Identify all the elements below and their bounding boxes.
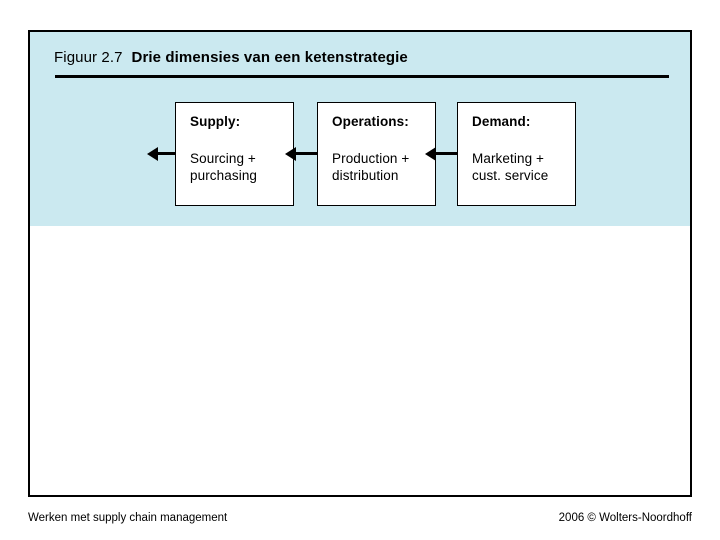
node-demand[interactable]: Demand: Marketing + cust. service [457, 102, 576, 206]
arrowhead-icon [425, 147, 436, 161]
node-operations-body: Production + distribution [332, 151, 410, 183]
arrow-left-outward-icon [147, 147, 175, 161]
arrowhead-icon [147, 147, 158, 161]
node-supply-body: Sourcing + purchasing [190, 151, 258, 183]
caption-underline [55, 75, 669, 78]
arrow-shaft [434, 152, 457, 155]
footer-copyright: 2006 © Wolters-Noordhoff [558, 512, 692, 524]
arrow-shaft [156, 152, 175, 155]
footer-book-title: Werken met supply chain management [28, 512, 228, 524]
node-operations[interactable]: Operations: Production + distribution [317, 102, 436, 206]
arrowhead-icon [285, 147, 296, 161]
node-supply[interactable]: Supply: Sourcing + purchasing [175, 102, 294, 206]
arrow-demand-to-operations-icon [425, 147, 457, 161]
figure-caption: Figuur 2.7 Drie dimensies van een ketenst… [54, 49, 408, 67]
node-supply-title: Supply: [190, 114, 241, 129]
node-demand-body: Marketing + cust. service [472, 151, 549, 183]
supply-chain-diagram: Supply: Sourcing + purchasing Operations… [30, 102, 690, 212]
arrow-operations-to-supply-icon [285, 147, 317, 161]
arrow-shaft [294, 152, 317, 155]
node-operations-title: Operations: [332, 114, 409, 129]
figure-title: Drie dimensies van een ketenstrategie [131, 49, 408, 66]
slide-frame: Figuur 2.7 Drie dimensies van een ketenst… [28, 30, 692, 497]
figure-number: Figuur 2.7 [54, 49, 123, 66]
node-demand-title: Demand: [472, 114, 531, 129]
